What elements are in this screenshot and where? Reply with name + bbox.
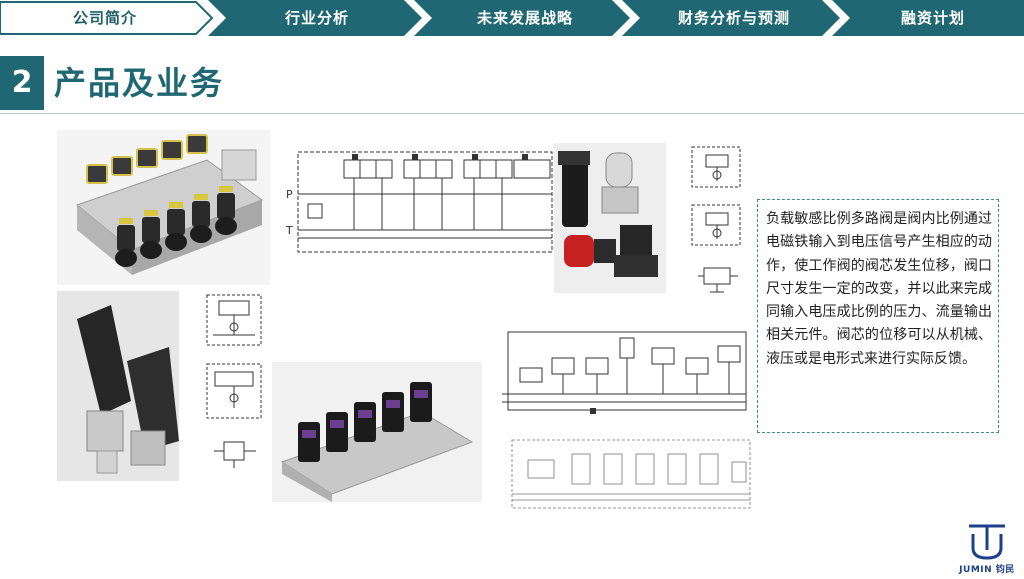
schematic-label-t: T	[285, 224, 293, 237]
top-navigation: 公司简介 行业分析 未来发展战略 财务分析与预测 融资计划	[0, 0, 1024, 36]
hydraulic-circuit-schematic-2	[508, 436, 754, 512]
valve-symbol-diagram-5	[203, 360, 265, 422]
valve-symbol-diagram-2	[688, 201, 744, 249]
hydraulic-circuit-schematic-1	[494, 324, 750, 416]
nav-arrows-background	[0, 0, 1024, 36]
schematic-label-p: P	[286, 188, 293, 201]
product-photo-solenoid-valve-block	[57, 130, 270, 285]
product-photo-foot-pedal-valve	[57, 291, 179, 481]
section-number: 2	[0, 56, 44, 110]
product-description-box: 负载敏感比例多路阀是阀内比例通过电磁铁输入到电压信号产生相应的动作，使工作阀的阀…	[757, 199, 999, 433]
nav-tab-future-strategy[interactable]: 未来发展战略	[476, 9, 573, 27]
valve-symbol-diagram-3	[696, 262, 740, 296]
section-divider	[0, 113, 1024, 114]
company-logo-text: JUMIN 钧民	[959, 565, 1015, 575]
valve-symbol-diagram-6	[210, 432, 260, 472]
nav-tab-financial-analysis[interactable]: 财务分析与预测	[677, 9, 790, 27]
product-photo-hydraulic-power-units	[554, 143, 666, 293]
nav-tab-industry-analysis[interactable]: 行业分析	[284, 9, 349, 27]
valve-symbol-diagram-4	[203, 291, 265, 349]
product-photo-proportional-valve-bank	[272, 362, 482, 502]
nav-tab-financing-plan[interactable]: 融资计划	[900, 9, 965, 27]
company-logo: JUMIN 钧民	[955, 520, 1019, 576]
section-title: 产品及业务	[54, 64, 225, 102]
multi-valve-schematic-diagram: P T	[284, 146, 556, 254]
company-logo-mark	[969, 524, 1005, 560]
valve-symbol-diagram-1	[688, 143, 744, 191]
nav-tab-company-intro[interactable]: 公司简介	[72, 9, 137, 27]
